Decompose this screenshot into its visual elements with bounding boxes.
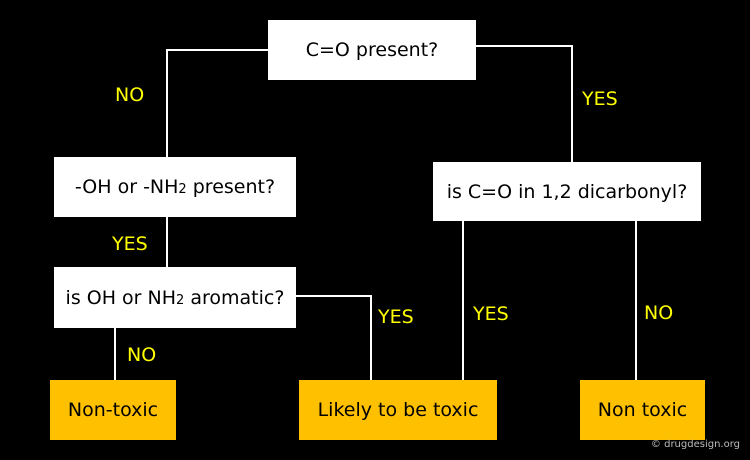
node-non-toxic-right-label: Non toxic	[597, 399, 688, 421]
node-non-toxic-left-label: Non-toxic	[67, 399, 159, 421]
edge-label-aromatic-no: NO	[127, 344, 157, 366]
connector-aromatic-yes	[296, 295, 372, 380]
node-likely-toxic: Likely to be toxic	[299, 380, 497, 440]
connector-root-no	[166, 49, 268, 157]
node-aromatic-label: is OH or NH2 aromatic?	[65, 286, 285, 309]
node-dicarbonyl-label: is C=O in 1,2 dicarbonyl?	[446, 180, 688, 203]
node-aromatic: is OH or NH2 aromatic?	[54, 267, 296, 328]
node-hydroxyl-amine-label: -OH or -NH2 present?	[74, 176, 276, 198]
node-root: C=O present?	[268, 20, 476, 80]
credit-text: © drugdesign.org	[650, 439, 740, 450]
node-hydroxyl-amine: -OH or -NH2 present?	[54, 157, 296, 217]
node-non-toxic-right: Non toxic	[580, 380, 705, 440]
edge-label-root-yes: YES	[582, 88, 618, 110]
connector-root-yes	[476, 45, 573, 162]
node-likely-toxic-label: Likely to be toxic	[317, 399, 479, 421]
edge-label-aromatic-yes: YES	[378, 306, 414, 328]
edge-label-dicarbonyl-yes: YES	[473, 303, 509, 325]
node-dicarbonyl: is C=O in 1,2 dicarbonyl?	[433, 162, 701, 221]
edge-label-hydroxyl-yes: YES	[112, 233, 148, 255]
edge-label-root-no: NO	[115, 84, 145, 106]
node-non-toxic-left: Non-toxic	[50, 380, 176, 440]
edge-label-dicarbonyl-no: NO	[644, 302, 674, 324]
node-root-label: C=O present?	[305, 39, 439, 61]
